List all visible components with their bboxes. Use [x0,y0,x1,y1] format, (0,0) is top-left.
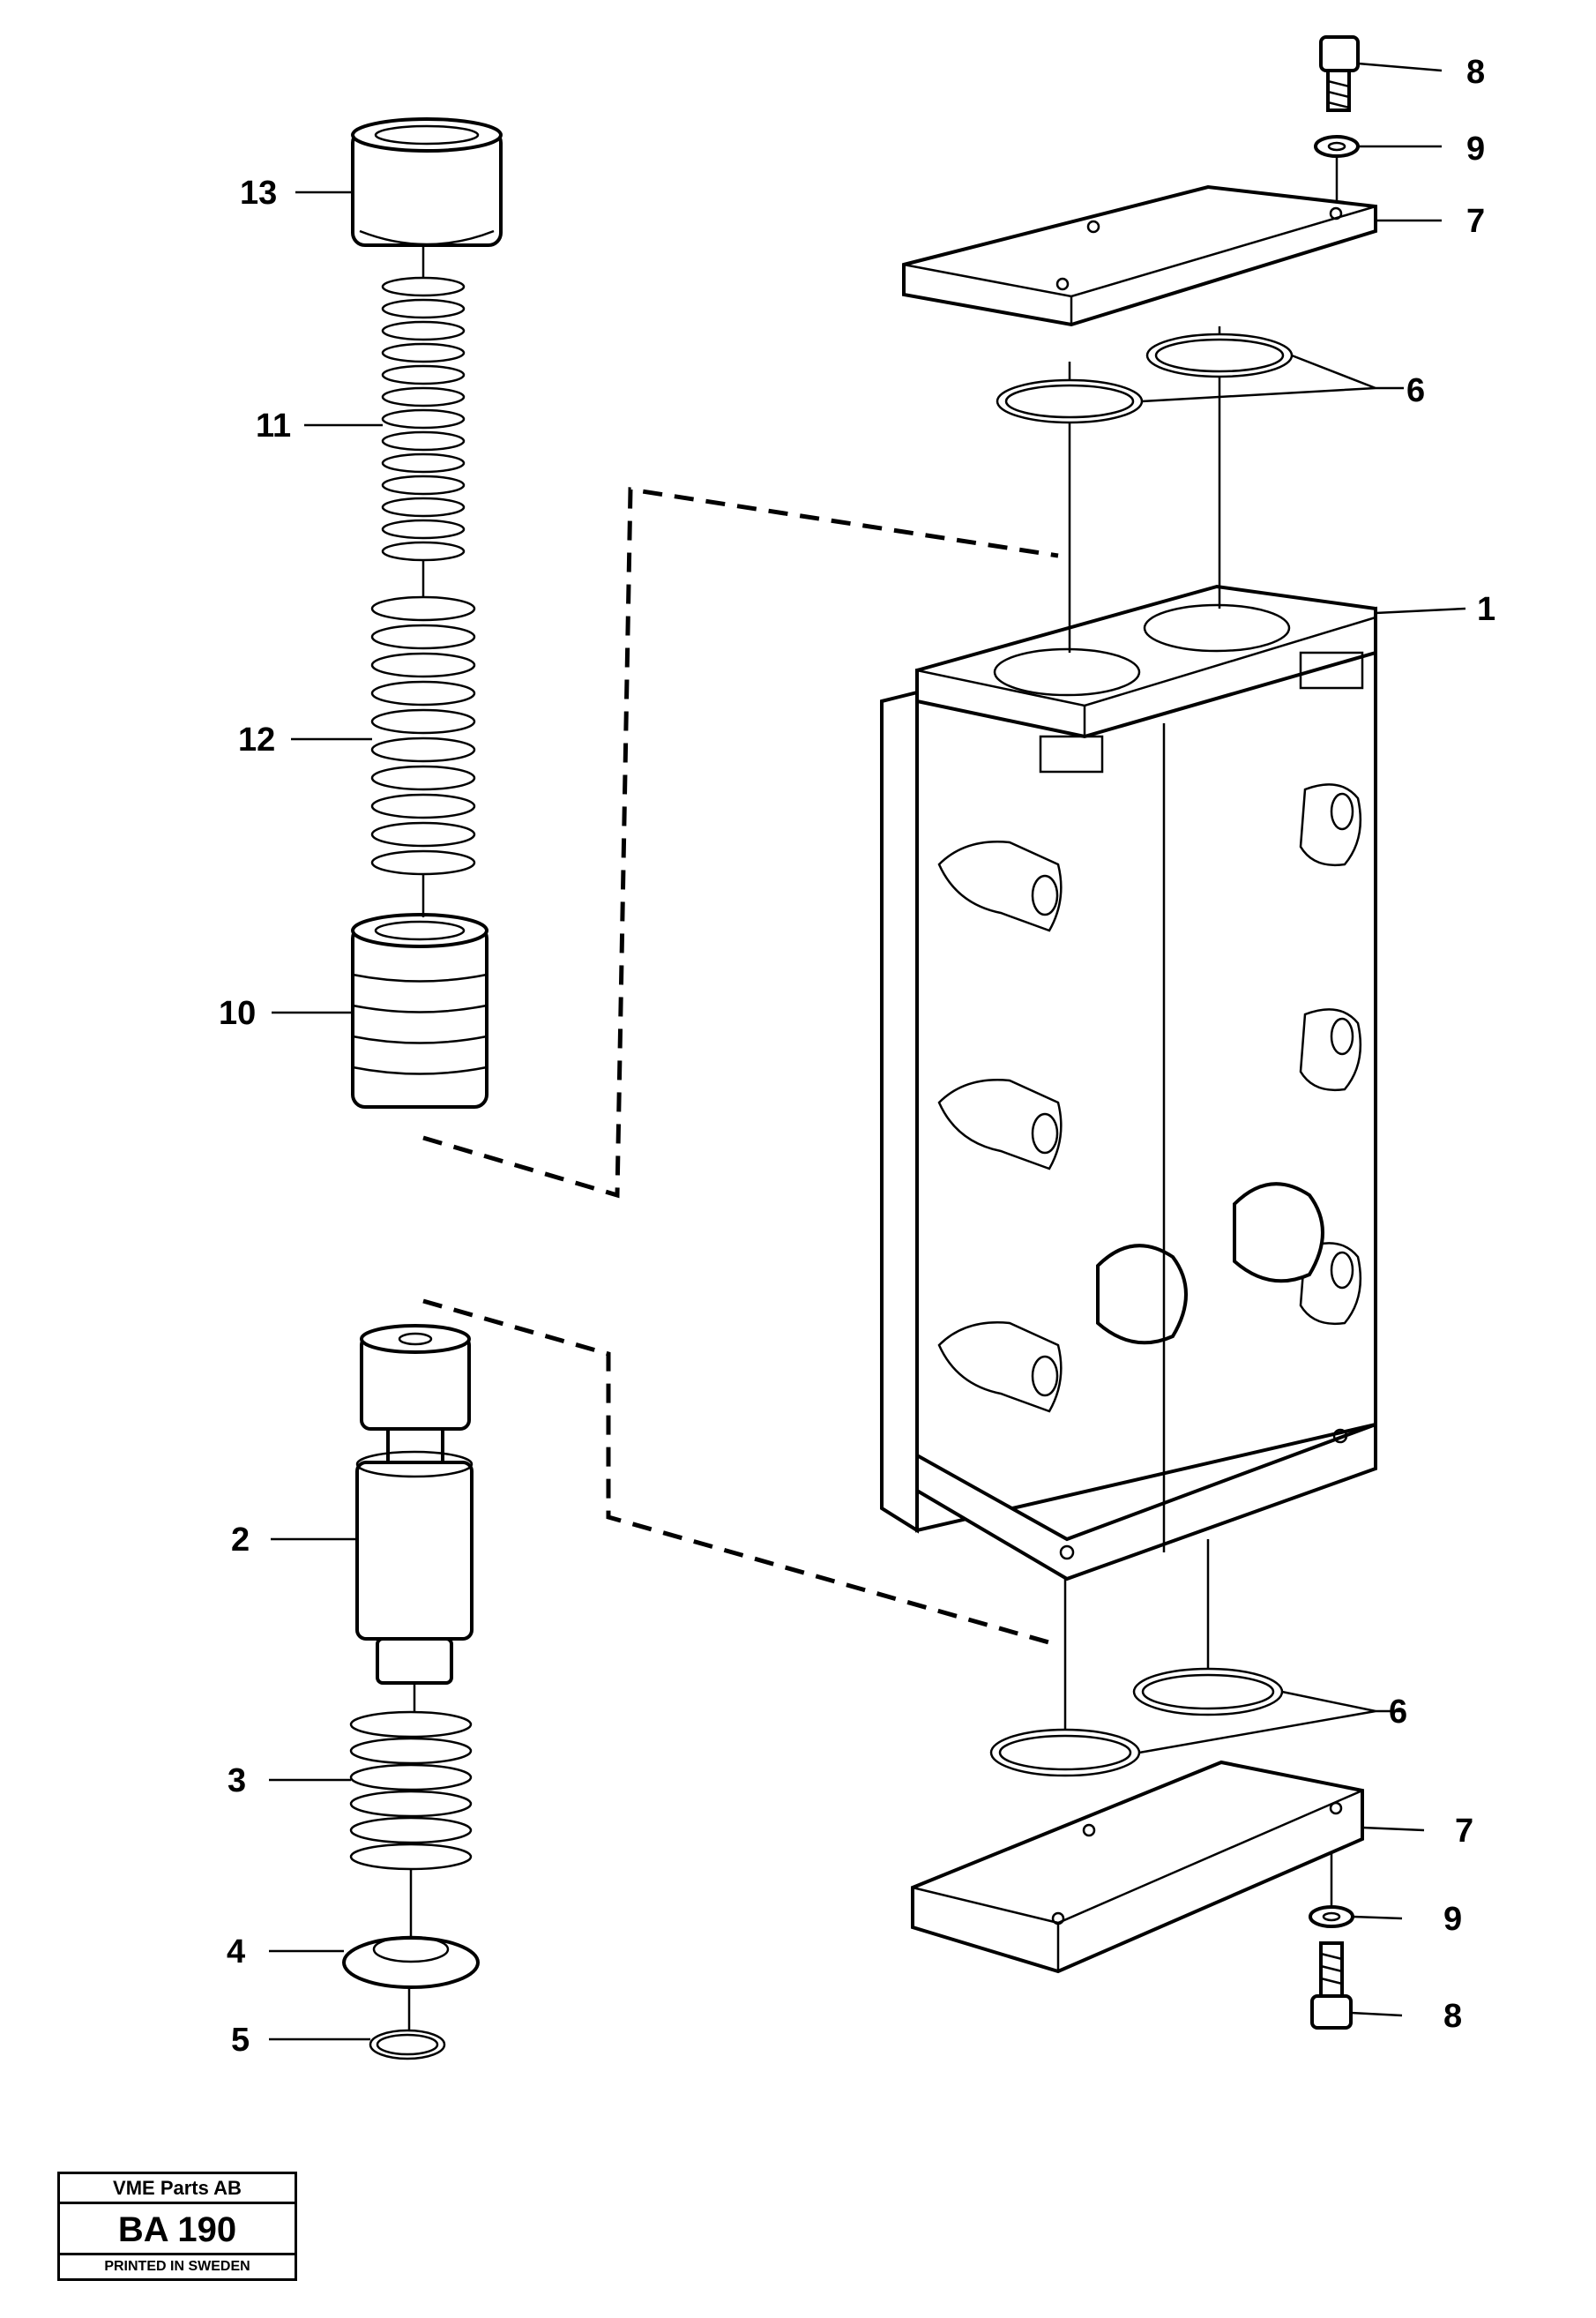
callout-13: 13 [240,175,278,212]
callout-3: 3 [227,1762,247,1799]
assembly-guide-lower [422,1298,1059,1648]
part-10-sleeve [351,913,488,1109]
part-7-cover-plate-bottom [911,1760,1364,1974]
part-6-seal-rings-bottom [989,1667,1284,1777]
part-4-spring-seat [342,1935,480,1989]
part-1-valve-housing [880,584,1377,1581]
title-block-printed: PRINTED IN SWEDEN [104,2259,250,2274]
title-block-drawing-number: BA 190 [60,2204,295,2255]
callout-6-top: 6 [1406,372,1426,409]
callout-2: 2 [231,1522,250,1559]
part-11-spring [381,276,466,562]
part-2-piston [355,1324,474,1685]
callout-12: 12 [238,722,276,759]
part-3-spring [349,1710,473,1871]
callout-5: 5 [231,2022,250,2059]
part-12-spring [370,595,476,876]
callout-leader-lines [269,62,1466,2041]
callout-8-top: 8 [1466,54,1486,91]
part-5-circlip [369,2029,446,2060]
assembly-guide-upper [422,487,1059,1199]
part-7-cover-plate-top [902,184,1377,327]
part-9-washer-bottom [1309,1905,1354,1928]
callout-11: 11 [256,408,292,445]
callout-4: 4 [227,1933,246,1970]
callout-10: 10 [219,995,257,1032]
title-block-company: VME Parts AB [60,2174,295,2204]
part-9-washer-top [1314,135,1360,158]
title-block: VME Parts AB BA 190 PRINTED IN SWEDEN [57,2172,297,2281]
callout-1: 1 [1477,591,1496,628]
callout-9-bottom: 9 [1443,1901,1463,1938]
callout-7-top: 7 [1466,203,1486,240]
callout-9-top: 9 [1466,131,1486,168]
callout-6-bottom: 6 [1389,1694,1408,1731]
callout-7-bottom: 7 [1455,1813,1474,1850]
part-8-bolt-top [1319,35,1360,112]
assembly-axis-lines [407,157,1339,2030]
part-8-bolt-bottom [1310,1941,1353,2030]
part-6-seal-rings-top [996,333,1294,424]
callout-8-bottom: 8 [1443,1998,1463,2035]
part-13-cap [351,117,503,247]
